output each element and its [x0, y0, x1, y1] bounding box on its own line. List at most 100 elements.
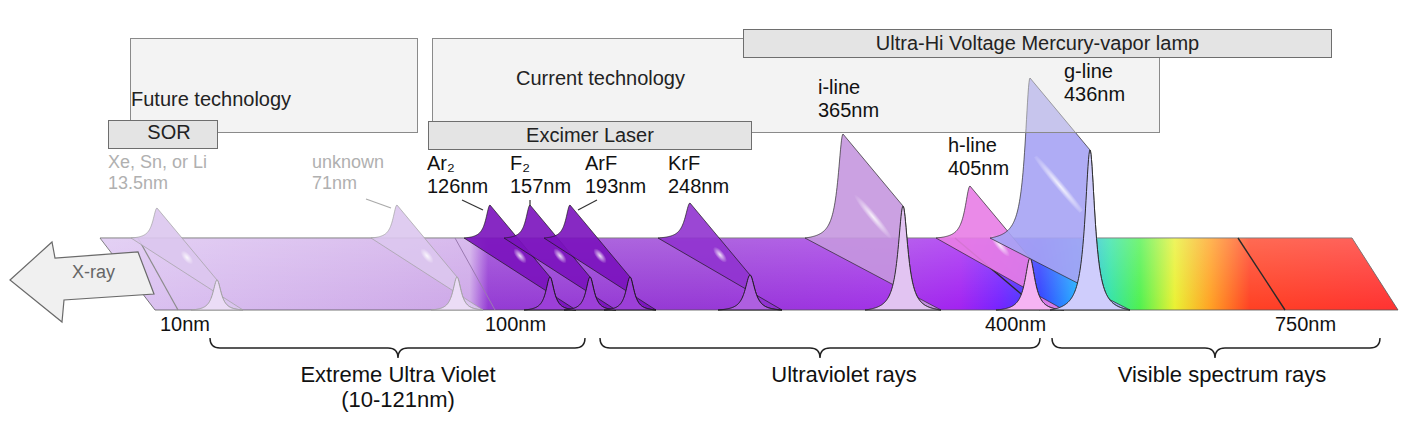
arrow-outline	[10, 242, 154, 322]
peak-name: unknown	[312, 152, 384, 173]
peak-highlight	[591, 246, 609, 265]
peak-highlight	[418, 246, 436, 265]
spectral-peak	[371, 205, 483, 310]
range-label: (10-121nm)	[341, 387, 455, 412]
peak-front	[865, 206, 941, 310]
label-anchor: F₂	[510, 152, 530, 175]
leader-line	[462, 200, 483, 210]
label-anchor: 248nm	[668, 175, 729, 198]
source-box: Ultra-Hi Voltage Mercury-vapor lamp	[743, 29, 1332, 58]
label-anchor: Visible spectrum rays	[1118, 362, 1327, 387]
label-anchor: 436nm	[1064, 83, 1125, 106]
label-anchor: 71nm	[312, 173, 357, 194]
peak-sweep	[658, 203, 782, 310]
axis-tick-label: 750nm	[1275, 313, 1336, 336]
peak-front	[718, 275, 782, 310]
label-anchor: 750nm	[1275, 313, 1336, 336]
wavelength-label: 157nm	[510, 175, 571, 198]
wavelength-label: 405nm	[948, 157, 1009, 180]
peak-front	[564, 277, 616, 310]
spectral-peak	[805, 134, 941, 310]
label-anchor: Ar₂	[427, 152, 455, 175]
peak-front	[604, 277, 656, 310]
label-anchor: (10-121nm)	[341, 387, 455, 412]
peak-front	[191, 280, 243, 310]
label-anchor: 13.5nm	[108, 173, 168, 194]
source-box: Excimer Laser	[428, 121, 752, 150]
wavelength-label: 126nm	[427, 175, 488, 198]
direction-arrow: X-ray	[8, 238, 158, 326]
peak-name: ArF	[585, 152, 617, 175]
node-text: Excimer Laser	[526, 124, 654, 147]
peak-sweep	[371, 205, 483, 310]
range-label: Visible spectrum rays	[1118, 362, 1327, 387]
peak-highlight	[179, 248, 196, 266]
label-anchor: g-line	[1064, 60, 1113, 83]
peak-front	[524, 277, 576, 310]
peak-name: i-line	[818, 76, 860, 99]
wavelength-label: 436nm	[1064, 83, 1125, 106]
wavelength-label: 71nm	[312, 173, 357, 194]
peak-front	[431, 277, 483, 310]
range-brace	[600, 338, 1040, 358]
label-anchor: 100nm	[485, 313, 546, 336]
spectral-peak	[544, 205, 656, 310]
leader-line	[529, 200, 530, 206]
range-brace	[1052, 338, 1380, 358]
band-divider	[1238, 238, 1285, 310]
node-text: Future technology	[131, 88, 291, 111]
peak-highlight	[711, 245, 730, 265]
axis-tick-label: 10nm	[160, 313, 210, 336]
peak-highlight	[851, 192, 895, 242]
label-anchor: 126nm	[427, 175, 488, 198]
peak-front	[1050, 150, 1130, 310]
range-label: Extreme Ultra Violet	[300, 362, 495, 387]
node-text: SOR	[147, 121, 190, 144]
node-text: Ultra-Hi Voltage Mercury-vapor lamp	[876, 32, 1199, 55]
label-anchor: 365nm	[818, 99, 879, 122]
label-anchor: 400nm	[985, 313, 1046, 336]
node-text: Current technology	[516, 67, 685, 90]
label-anchor: 405nm	[948, 157, 1009, 180]
axis-tick-label: 400nm	[985, 313, 1046, 336]
range-brace	[210, 338, 585, 358]
peak-sweep	[805, 134, 941, 310]
label-anchor: 193nm	[585, 175, 646, 198]
peak-name: F₂	[510, 152, 530, 175]
category-box: Future technology	[130, 38, 418, 133]
label-anchor: KrF	[668, 152, 700, 175]
label-anchor: Extreme Ultra Violet	[300, 362, 495, 387]
peak-sweep	[544, 205, 656, 310]
node-text: X-ray	[72, 262, 115, 283]
spectral-peak	[658, 203, 782, 310]
peak-name: Ar₂	[427, 152, 455, 175]
spectral-peak	[464, 205, 576, 310]
range-label: Ultraviolet rays	[771, 362, 916, 387]
label-anchor: i-line	[818, 76, 860, 99]
label-anchor: 157nm	[510, 175, 571, 198]
peak-highlight	[1028, 149, 1092, 223]
label-anchor: Xe, Sn, or Li	[108, 152, 207, 173]
label-anchor: ArF	[585, 152, 617, 175]
peak-sweep	[464, 205, 576, 310]
wavelength-label: 365nm	[818, 99, 879, 122]
leader-line	[578, 200, 597, 210]
peak-sweep	[504, 205, 616, 310]
spectral-peak	[504, 205, 616, 310]
source-box: SOR	[108, 120, 218, 149]
wavelength-label: 13.5nm	[108, 173, 168, 194]
peak-name: KrF	[668, 152, 700, 175]
peak-name: g-line	[1064, 60, 1113, 83]
label-anchor: unknown	[312, 152, 384, 173]
axis-tick-label: 100nm	[485, 313, 546, 336]
label-anchor: Ultraviolet rays	[771, 362, 916, 387]
peak-name: h-line	[948, 134, 997, 157]
wavelength-label: 248nm	[668, 175, 729, 198]
label-anchor: 10nm	[160, 313, 210, 336]
leader-line	[366, 199, 391, 208]
peak-name: Xe, Sn, or Li	[108, 152, 207, 173]
wavelength-label: 193nm	[585, 175, 646, 198]
label-anchor: h-line	[948, 134, 997, 157]
